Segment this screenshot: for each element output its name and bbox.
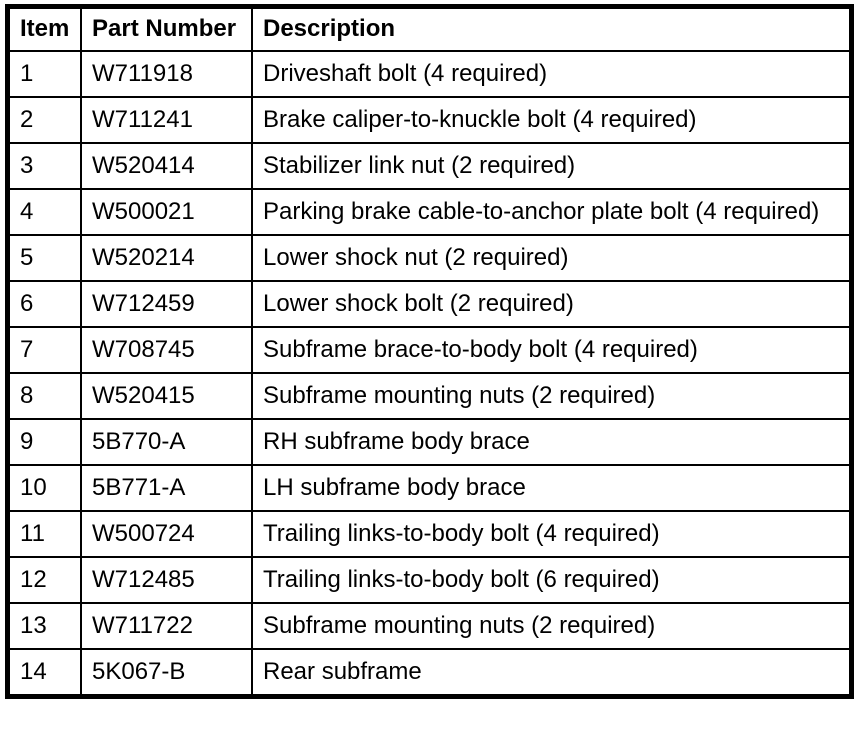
description-cell: Subframe brace-to-body bolt (4 required): [251, 326, 853, 374]
part-number-cell: W500724: [80, 510, 253, 558]
part-number-cell: W711722: [80, 602, 253, 650]
description-cell: Trailing links-to-body bolt (4 required): [251, 510, 853, 558]
description-cell: Brake caliper-to-knuckle bolt (4 require…: [251, 96, 853, 144]
part-number-cell: W500021: [80, 188, 253, 236]
description-cell: Subframe mounting nuts (2 required): [251, 602, 853, 650]
part-number-cell: W520214: [80, 234, 253, 282]
item-cell: 4: [6, 188, 82, 236]
item-cell: 10: [6, 464, 82, 512]
item-cell: 1: [6, 50, 82, 98]
item-cell: 6: [6, 280, 82, 328]
description-cell: LH subframe body brace: [251, 464, 853, 512]
item-cell: 3: [6, 142, 82, 190]
description-cell: Lower shock bolt (2 required): [251, 280, 853, 328]
item-cell: 14: [6, 648, 82, 698]
column-header-item: Item: [6, 5, 82, 52]
part-number-cell: W712459: [80, 280, 253, 328]
part-number-cell: W520414: [80, 142, 253, 190]
item-cell: 12: [6, 556, 82, 604]
item-cell: 5: [6, 234, 82, 282]
part-number-cell: 5B771-A: [80, 464, 253, 512]
part-number-cell: 5K067-B: [80, 648, 253, 698]
part-number-cell: W711918: [80, 50, 253, 98]
part-number-cell: W520415: [80, 372, 253, 420]
description-cell: Lower shock nut (2 required): [251, 234, 853, 282]
part-number-cell: 5B770-A: [80, 418, 253, 466]
description-cell: Trailing links-to-body bolt (6 required): [251, 556, 853, 604]
header-row: Item Part Number Description: [6, 5, 853, 52]
item-cell: 8: [6, 372, 82, 420]
parts-table-head: Item Part Number Description: [6, 5, 853, 52]
part-number-cell: W708745: [80, 326, 253, 374]
column-header-description: Description: [251, 5, 853, 52]
description-cell: Stabilizer link nut (2 required): [251, 142, 853, 190]
item-cell: 9: [6, 418, 82, 466]
description-cell: Driveshaft bolt (4 required): [251, 50, 853, 98]
item-cell: 11: [6, 510, 82, 558]
description-cell: RH subframe body brace: [251, 418, 853, 466]
item-cell: 7: [6, 326, 82, 374]
column-header-part-number: Part Number: [80, 5, 253, 52]
part-number-cell: W712485: [80, 556, 253, 604]
description-cell: Rear subframe: [251, 648, 853, 698]
description-cell: Subframe mounting nuts (2 required): [251, 372, 853, 420]
description-cell: Parking brake cable-to-anchor plate bolt…: [251, 188, 853, 236]
item-cell: 13: [6, 602, 82, 650]
item-cell: 2: [6, 96, 82, 144]
part-number-cell: W711241: [80, 96, 253, 144]
